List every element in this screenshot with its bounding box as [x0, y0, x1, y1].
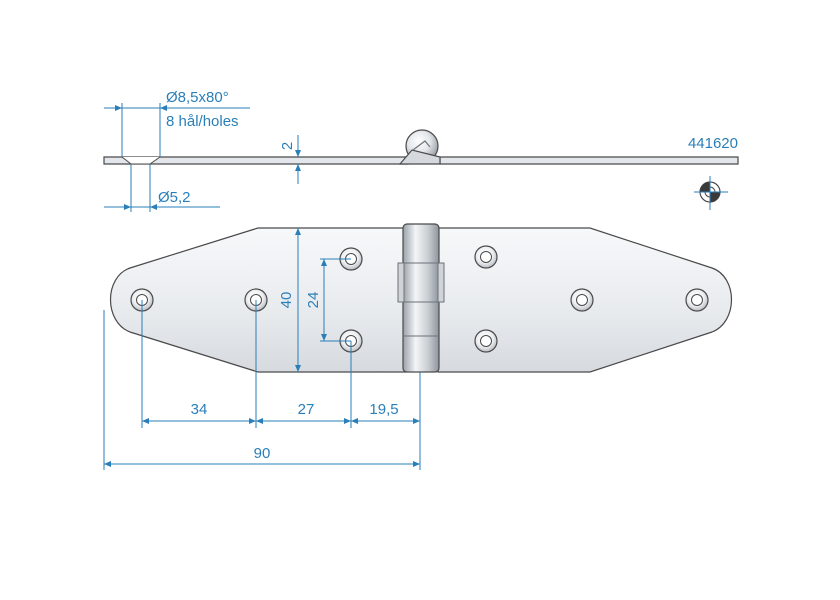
edge-19-5-label: 19,5 [369, 401, 398, 418]
countersink-label: Ø8,5x80° [166, 89, 229, 106]
pitch-34-label: 34 [191, 401, 208, 418]
thickness-label: 2 [279, 142, 296, 150]
pitch-27-label: 27 [298, 401, 315, 418]
screw-hole [570, 288, 594, 312]
side-view-strip-right [439, 156, 739, 165]
total-90-label: 90 [254, 445, 271, 462]
side-view [103, 129, 739, 165]
knuckle [402, 223, 440, 373]
screw-hole [474, 329, 498, 353]
height-40-label: 40 [278, 292, 295, 309]
knuckle-wrap [398, 149, 441, 165]
height-24-label: 24 [305, 292, 322, 309]
horizontal-chain-dimension [141, 300, 421, 470]
countersink-profile [121, 156, 161, 165]
hole-diameter-label: Ø5,2 [158, 189, 191, 206]
countersink-dimension [104, 103, 250, 157]
screw-hole [685, 288, 709, 312]
height-40-dimension [295, 228, 301, 372]
height-24-dimension [320, 258, 351, 342]
holes-count-label: 8 hål/holes [166, 113, 239, 130]
first-angle-projection-icon [694, 176, 728, 210]
screw-hole [474, 245, 498, 269]
hinge-front-view [110, 223, 732, 373]
thickness-dimension [295, 135, 301, 184]
total-90-dimension [103, 310, 420, 470]
part-number: 441620 [688, 135, 738, 152]
pin-highlight [412, 140, 431, 151]
hole-diameter-dimension [104, 164, 220, 212]
